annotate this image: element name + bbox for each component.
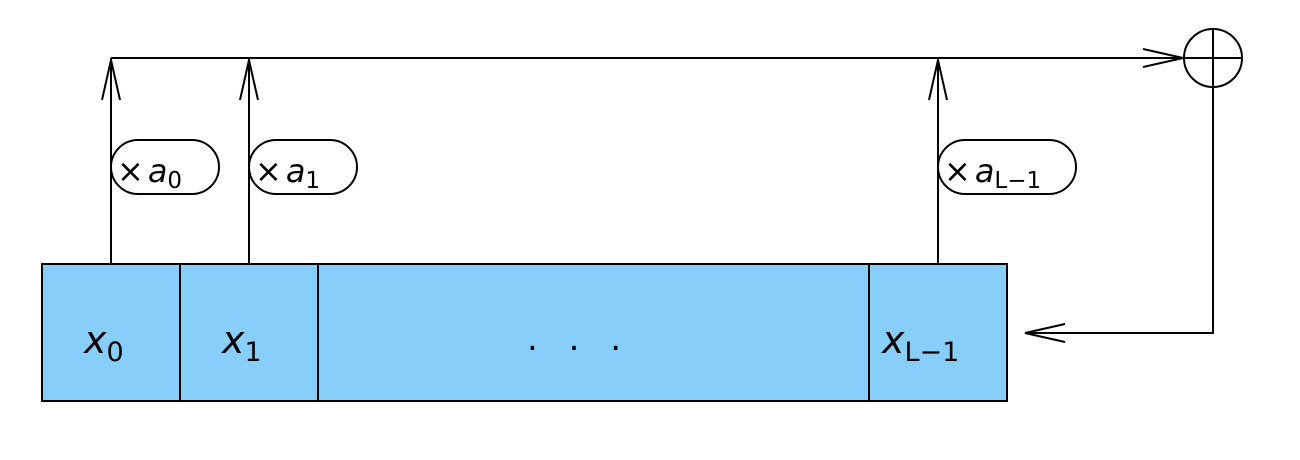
register-cell-x1 (179, 263, 319, 402)
cell-ellipsis: . . . (527, 319, 631, 359)
tap-arrow-l-1-icon (928, 59, 948, 101)
register-cell-x0 (41, 263, 181, 402)
coefficients: ×a0 ×a1 ×aL−1 (110, 139, 1077, 195)
coefficient-label-a0: ×a0 (117, 152, 182, 194)
shift-register: x0 x1 . . . xL−1 (41, 263, 1008, 402)
coefficient-pill-a0 (110, 139, 220, 195)
feedback-line (1025, 87, 1214, 334)
adder (1183, 28, 1243, 88)
cell-label-xl-1: xL−1 (881, 318, 959, 368)
cell-label-x1: x1 (221, 318, 262, 368)
coefficient-label-al-1: ×aL−1 (944, 152, 1041, 194)
coefficient-label-a1: ×a1 (255, 152, 320, 194)
register-cell-middle (317, 263, 870, 402)
tap-arrow-1-icon (239, 59, 259, 101)
tap-lines (101, 58, 948, 264)
sum-bus (111, 48, 1184, 68)
coefficient-pill-a1 (248, 139, 358, 195)
feedback-arrow-icon (1024, 323, 1066, 343)
tap-arrow-0-icon (101, 59, 121, 101)
coefficient-pill-al-1 (937, 139, 1077, 195)
register-cell-xl-1 (868, 263, 1008, 402)
cell-label-x0: x0 (83, 318, 124, 368)
feedback-path (1024, 87, 1214, 343)
